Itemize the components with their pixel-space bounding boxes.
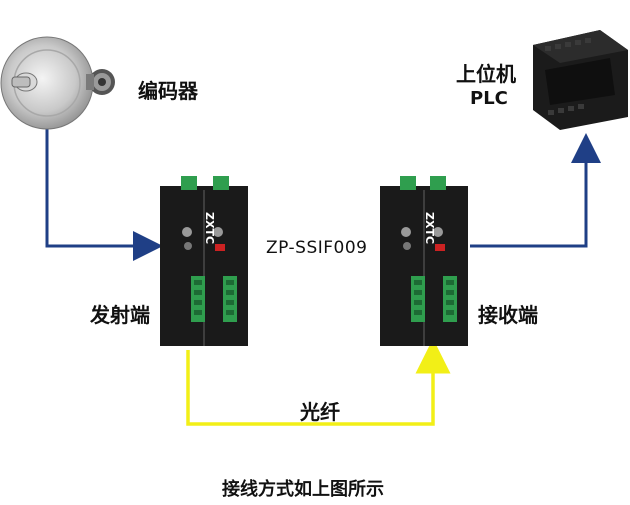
receiver-device xyxy=(380,176,468,346)
model-label: ZP-SSIF009 xyxy=(266,238,368,258)
fiber-label: 光纤 xyxy=(300,400,340,424)
fiber-line xyxy=(186,338,451,426)
receiver-brand: ZXTC xyxy=(423,212,436,245)
plc-label: PLC xyxy=(470,88,508,109)
transmitter-label: 发射端 xyxy=(90,303,150,327)
host-label: 上位机 xyxy=(456,62,516,86)
transmitter-brand: ZXTC xyxy=(203,212,216,245)
encoder-label: 编码器 xyxy=(138,79,198,103)
diagram-caption: 接线方式如上图所示 xyxy=(222,479,384,500)
plc-signal-wire xyxy=(470,133,601,248)
receiver-label: 接收端 xyxy=(478,303,538,327)
encoder-icon xyxy=(0,36,115,130)
plc-icon xyxy=(533,30,628,130)
transmitter-device xyxy=(160,176,248,346)
encoder-signal-wire xyxy=(45,125,163,261)
